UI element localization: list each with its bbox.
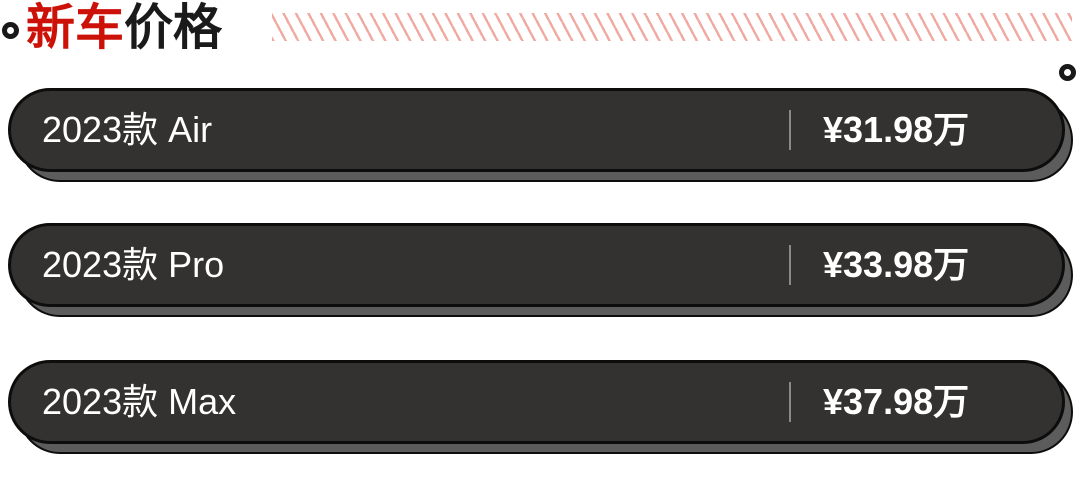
model-label: 2023款 Max xyxy=(42,381,237,422)
price-row[interactable]: 2023款 Pro ¥33.98万 xyxy=(8,223,1073,317)
price-pill[interactable]: 2023款 Max ¥37.98万 xyxy=(8,360,1065,444)
price-pill[interactable]: 2023款 Air ¥31.98万 xyxy=(8,88,1065,172)
price-label: ¥33.98万 xyxy=(823,244,970,285)
price-label: ¥31.98万 xyxy=(823,109,970,150)
price-row[interactable]: 2023款 Air ¥31.98万 xyxy=(8,88,1073,182)
page-title: 新车价格 xyxy=(26,0,222,58)
row-divider xyxy=(789,245,791,285)
page-title-rest: 价格 xyxy=(124,1,223,55)
price-label: ¥37.98万 xyxy=(823,381,970,422)
price-pill[interactable]: 2023款 Pro ¥33.98万 xyxy=(8,223,1065,307)
row-divider xyxy=(789,110,791,150)
page-header: 新车价格 xyxy=(0,0,1080,81)
ring-marker-right-icon xyxy=(1059,64,1076,81)
ring-marker-left-icon xyxy=(2,22,19,39)
model-label: 2023款 Pro xyxy=(42,244,225,285)
model-label: 2023款 Air xyxy=(42,109,213,150)
diagonal-stripe-decoration xyxy=(272,13,1072,41)
page-title-accent: 新车 xyxy=(26,1,125,55)
price-row[interactable]: 2023款 Max ¥37.98万 xyxy=(8,360,1073,454)
row-divider xyxy=(789,382,791,422)
